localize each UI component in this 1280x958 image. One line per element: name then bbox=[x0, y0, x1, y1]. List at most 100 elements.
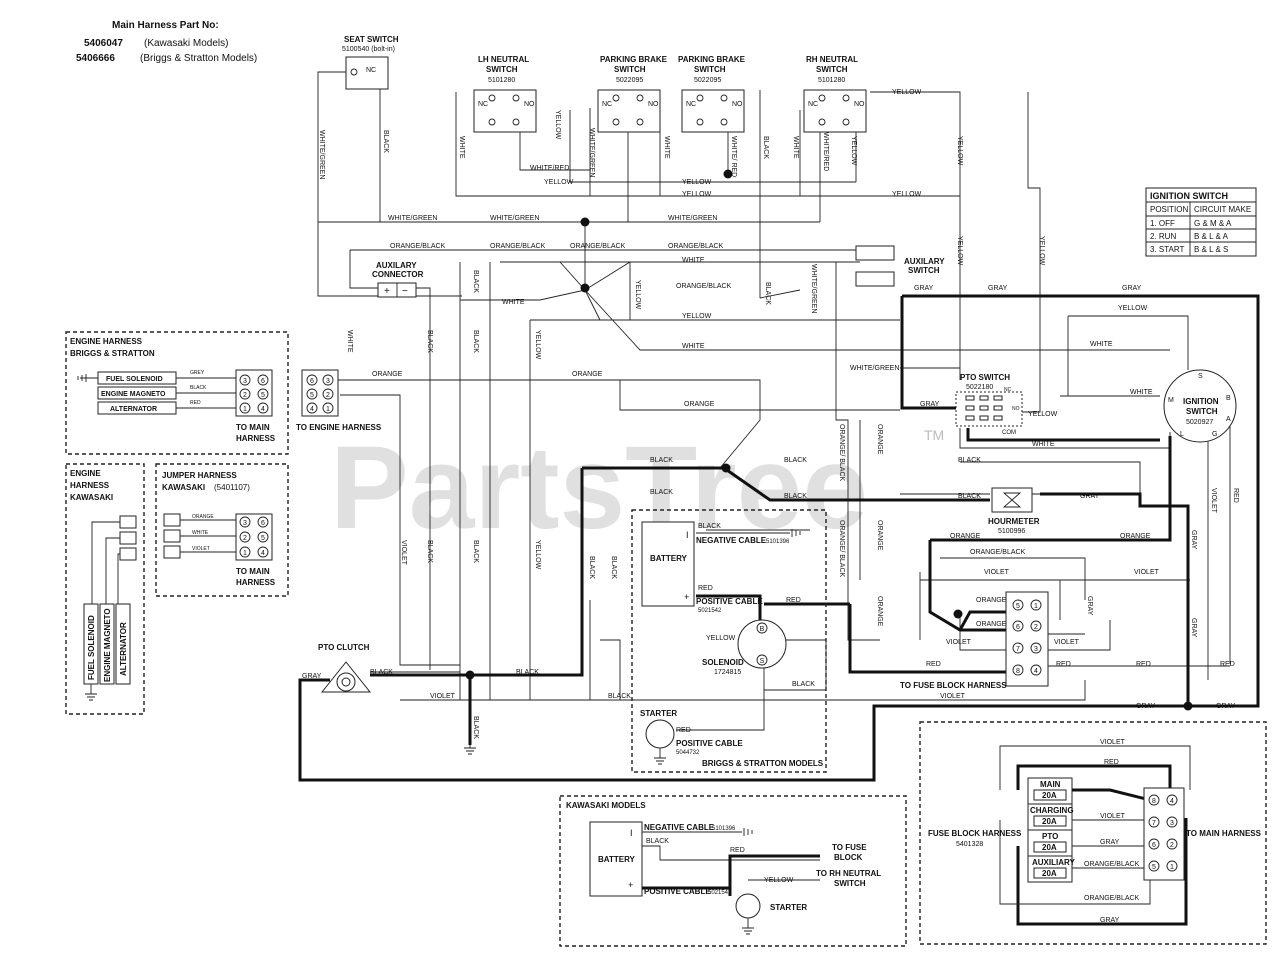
diagram-label: BLACK bbox=[646, 838, 669, 845]
diagram-label: HARNESS bbox=[70, 481, 110, 490]
diagram-label: GRAY bbox=[988, 285, 1008, 292]
diagram-label: 8 bbox=[1016, 668, 1020, 675]
diagram-label: FUEL SOLENOID bbox=[106, 376, 163, 383]
diagram-label: BLACK bbox=[472, 716, 479, 739]
diagram-label: 5 bbox=[261, 392, 265, 399]
diagram-label: 3 bbox=[1170, 820, 1174, 827]
diagram-label: BLACK bbox=[426, 330, 433, 353]
diagram-label: WHITE/GREEN bbox=[388, 215, 437, 222]
diagram-label: 5 bbox=[1152, 864, 1156, 871]
diagram-label: ENGINE HARNESS bbox=[70, 337, 143, 346]
diagram-label: FUSE BLOCK HARNESS bbox=[928, 829, 1022, 838]
auxiliary-switch: AUXILARY SWITCH bbox=[855, 245, 945, 287]
diagram-label: WHITE bbox=[346, 330, 353, 353]
diagram-label: HARNESS bbox=[236, 578, 276, 587]
diagram-label: ORANGE bbox=[572, 371, 603, 378]
diagram-label: BLACK bbox=[764, 282, 771, 305]
diagram-label: RED bbox=[1056, 661, 1071, 668]
diagram-label: NO bbox=[524, 101, 535, 108]
diagram-label: 5021542 bbox=[708, 890, 732, 896]
diagram-label: SWITCH bbox=[816, 65, 848, 74]
diagram-label: CHARGING bbox=[1030, 806, 1074, 815]
diagram-label: NEGATIVE CABLE bbox=[696, 536, 767, 545]
diagram-label: 6 bbox=[310, 378, 314, 385]
diagram-label: VIOLET bbox=[400, 540, 407, 566]
diagram-label: POSITION bbox=[1150, 205, 1188, 214]
diagram-label: 3. START bbox=[1150, 245, 1184, 254]
diagram-label: SWITCH bbox=[486, 65, 518, 74]
hourmeter: HOURMETER 5100996 bbox=[988, 487, 1040, 535]
diagram-label: 1 bbox=[326, 406, 330, 413]
diagram-label: G bbox=[1212, 431, 1217, 438]
diagram-label: ORANGE/ BLACK bbox=[838, 424, 845, 482]
diagram-label: KAWASAKI bbox=[162, 483, 205, 492]
diagram-label: FUEL SOLENOID bbox=[87, 615, 96, 680]
diagram-label: TO MAIN bbox=[236, 423, 270, 432]
diagram-label: NO bbox=[732, 101, 743, 108]
diagram-label: B & L & S bbox=[1194, 245, 1228, 254]
diagram-label: ALTERNATOR bbox=[119, 622, 128, 676]
diagram-label: STARTER bbox=[640, 709, 677, 718]
diagram-label: ORANGE bbox=[192, 514, 214, 520]
diagram-label: 3 bbox=[1034, 646, 1038, 653]
diagram-label: VIOLET bbox=[1210, 488, 1217, 514]
diagram-label: WHITE/RED bbox=[530, 165, 569, 172]
diagram-label: YELLOW bbox=[634, 280, 641, 310]
diagram-label: YELLOW bbox=[706, 635, 736, 642]
diagram-label: SWITCH bbox=[1186, 407, 1218, 416]
diagram-label: 5 bbox=[310, 392, 314, 399]
diagram-label: VIOLET bbox=[1134, 569, 1160, 576]
diagram-label: 1. OFF bbox=[1150, 219, 1175, 228]
diagram-label: I bbox=[686, 530, 689, 540]
diagram-label: KAWASAKI bbox=[70, 493, 113, 502]
diagram-label: WHITE/GREEN bbox=[810, 264, 817, 313]
diagram-label: 5021542 bbox=[698, 608, 722, 614]
diagram-label: IGNITION SWITCH bbox=[1150, 191, 1228, 201]
diagram-label: YELLOW bbox=[956, 136, 963, 166]
diagram-label: YELLOW bbox=[682, 191, 712, 198]
diagram-label: 5401328 bbox=[956, 841, 983, 848]
diagram-label: PTO CLUTCH bbox=[318, 643, 370, 652]
diagram-label: SOLENOID bbox=[702, 658, 744, 667]
diagram-label: 1 bbox=[1034, 603, 1038, 610]
diagram-label: 3 bbox=[243, 520, 247, 527]
diagram-label: BLACK bbox=[650, 489, 673, 496]
diagram-label: 2 bbox=[1170, 842, 1174, 849]
ignition-switch: IGNITION SWITCH 5020927 S B A G L M bbox=[1163, 369, 1237, 443]
diagram-label: 5101280 bbox=[818, 77, 845, 84]
header: Main Harness Part No: 5406047 (Kawasaki … bbox=[76, 20, 257, 64]
part-number-bs: 5406666 bbox=[76, 53, 115, 64]
diagram-label: 5022095 bbox=[616, 77, 643, 84]
diagram-label: ENGINE MAGNETO bbox=[101, 391, 166, 398]
diagram-label: ORANGE/BLACK bbox=[668, 243, 724, 250]
diagram-label: BLACK bbox=[650, 457, 673, 464]
diagram-label: PTO bbox=[1042, 832, 1058, 841]
diagram-label: BLACK bbox=[472, 540, 479, 563]
diagram-label: 7 bbox=[1016, 646, 1020, 653]
diagram-label: 6 bbox=[261, 378, 265, 385]
diagram-label: GRAY bbox=[1080, 493, 1100, 500]
diagram-label: GRAY bbox=[302, 673, 322, 680]
engine-harness-bs: ENGINE HARNESS BRIGGS & STRATTON FUEL SO… bbox=[65, 331, 289, 455]
diagram-label: BLACK bbox=[472, 270, 479, 293]
diagram-label: STARTER bbox=[770, 903, 807, 912]
diagram-label: BRIGGS & STRATTON MODELS bbox=[702, 759, 824, 768]
diagram-label: ORANGE/BLACK bbox=[970, 549, 1026, 556]
diagram-label: 5022180 bbox=[966, 384, 993, 391]
diagram-label: GRAY bbox=[1136, 703, 1156, 710]
diagram-label: RED bbox=[786, 597, 801, 604]
diagram-label: LH NEUTRAL bbox=[478, 55, 529, 64]
diagram-label: GRAY bbox=[920, 401, 940, 408]
diagram-label: BLACK bbox=[382, 130, 389, 153]
diagram-label: 5101396 bbox=[712, 826, 736, 832]
watermark: PartsTree bbox=[330, 422, 868, 554]
diagram-label: 1 bbox=[243, 406, 247, 413]
kawasaki-models-box: KAWASAKI MODELS BATTERY I + NEGATIVE CAB… bbox=[559, 795, 907, 947]
diagram-label: JUMPER HARNESS bbox=[162, 471, 237, 480]
diagram-label: PARKING BRAKE bbox=[678, 55, 746, 64]
diagram-label: SWITCH bbox=[614, 65, 646, 74]
diagram-label: HOURMETER bbox=[988, 517, 1040, 526]
diagram-label: TO MAIN HARNESS bbox=[1186, 829, 1262, 838]
diagram-label: 4 bbox=[1034, 668, 1038, 675]
